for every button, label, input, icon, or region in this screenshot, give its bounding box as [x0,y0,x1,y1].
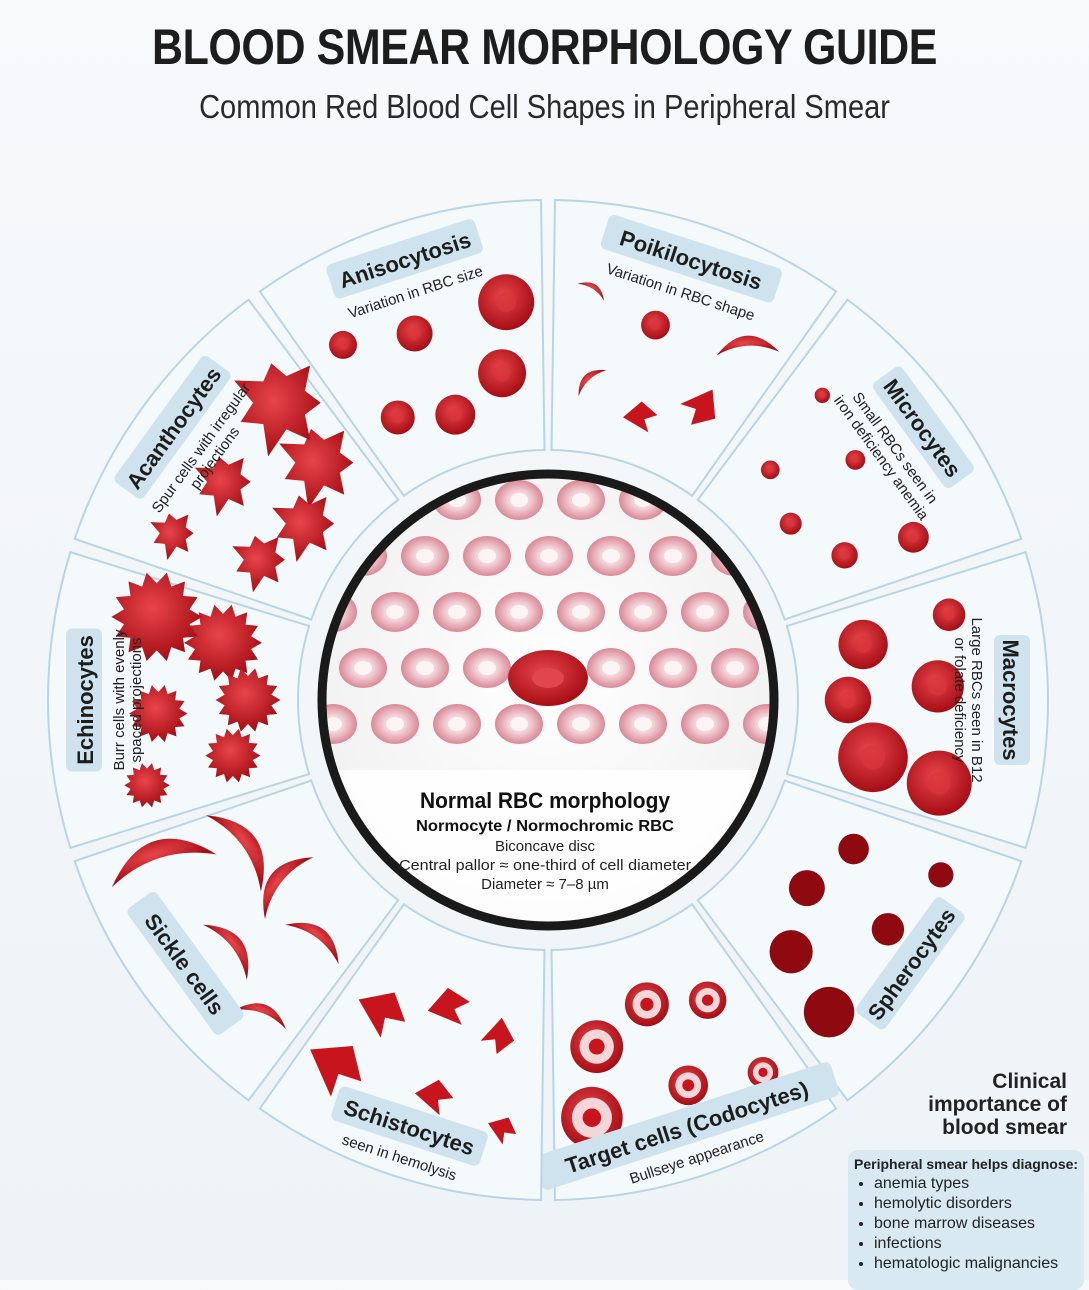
rbc-cell [184,604,262,681]
sector-target-cells-codocytes[interactable]: Target cells (Codocytes)Bullseye appeara… [533,902,848,1214]
rbc-cell [310,1045,362,1097]
center-line: Diameter ≈ 7–8 µm [481,876,609,893]
rbc-cell [272,495,335,562]
rbc-cell [358,992,406,1038]
rbc-cell [234,1003,286,1030]
center-line: Central pallor ≈ one-third of cell diame… [399,857,691,874]
clinical-heading-line: importance of [928,1093,1067,1116]
rbc-cell [232,535,285,593]
sector-label: Macrocytes [998,639,1023,760]
center-line: Biconcave disc [495,838,596,855]
rbc-cell [129,685,188,743]
rbc-cell [577,282,605,301]
rbc-cell [716,335,780,356]
sector-label-tab [114,355,231,499]
clinical-item: anemia types [874,1174,1078,1194]
rbc-cell [194,456,251,517]
sector-description: Large RBCs seen in B12 [968,617,985,782]
rbc-cell [234,363,321,457]
sector-panel [258,902,546,1201]
sector-label-tab [994,635,1030,765]
rbc-cell [124,763,170,808]
clinical-heading-line: Clinical [992,1070,1067,1093]
sector-label-tab [331,1086,488,1166]
sector-label-tab [326,219,483,299]
clinical-item: infections [874,1234,1078,1254]
clinical-heading-line: blood smear [942,1116,1067,1139]
rbc-cell [150,513,194,561]
sector-label-tab [127,892,244,1035]
rbc-cell [285,922,339,965]
rbc-cell [414,1079,454,1116]
clinical-item: bone marrow diseases [874,1214,1078,1234]
center-title: Normal RBC morphology [420,788,671,813]
rbc-cell [205,815,264,892]
sector-description: spaced projections [128,637,145,762]
sector-label-tab [534,1062,839,1190]
rbc-cell [803,986,855,1038]
rbc-cell [623,401,658,433]
clinical-heading: Clinical importance of blood smear [928,1070,1067,1139]
sector-label-tab [600,215,782,303]
clinical-lead: Peripheral smear helps diagnose: [854,1156,1079,1172]
sector-description: or folate deficiency [951,637,968,763]
page-title: BLOOD SMEAR MORPHOLOGY GUIDE [151,19,938,75]
rbc-cell [111,572,203,662]
clinical-item: hematologic malignancies [874,1254,1078,1274]
sector-sickle-cells[interactable]: Sickle cells [73,779,400,1102]
rbc-cell [488,1117,517,1145]
rbc-cell [215,668,281,732]
rbc-cell [203,924,249,981]
sector-label-tab [66,628,102,772]
rbc-cell [480,1017,515,1054]
sector-panel [550,902,838,1201]
rbc-cell [928,862,954,888]
rbc-cell [427,987,470,1025]
clinical-list: anemia types hemolytic disorders bone ma… [854,1174,1078,1274]
rbc-cell [578,369,607,397]
center-subtitle: Normocyte / Normochromic RBC [416,818,674,835]
rbc-cell [838,833,869,865]
rbc-cell [871,913,905,946]
sector-description: Burr cells with evenly [111,629,128,770]
rbc-cell [680,389,716,425]
sector-label: Echinocytes [73,635,98,765]
rbc-cell [279,428,354,509]
sector-label-tab [872,366,974,489]
rbc-cell [205,728,261,783]
rbc-cell [111,838,217,888]
page-subtitle: Common Red Blood Cell Shapes in Peripher… [199,88,890,125]
clinical-item: hemolytic disorders [874,1194,1078,1214]
sector-label-tab [856,897,965,1030]
rbc-cell [788,870,825,907]
rbc-cell [769,930,813,974]
sector-spherocytes[interactable]: Spherocytes [696,779,1023,1102]
rbc-cell [263,857,314,919]
clinical-box: Peripheral smear helps diagnose: anemia … [848,1150,1084,1290]
sector-panel [696,779,1023,1102]
